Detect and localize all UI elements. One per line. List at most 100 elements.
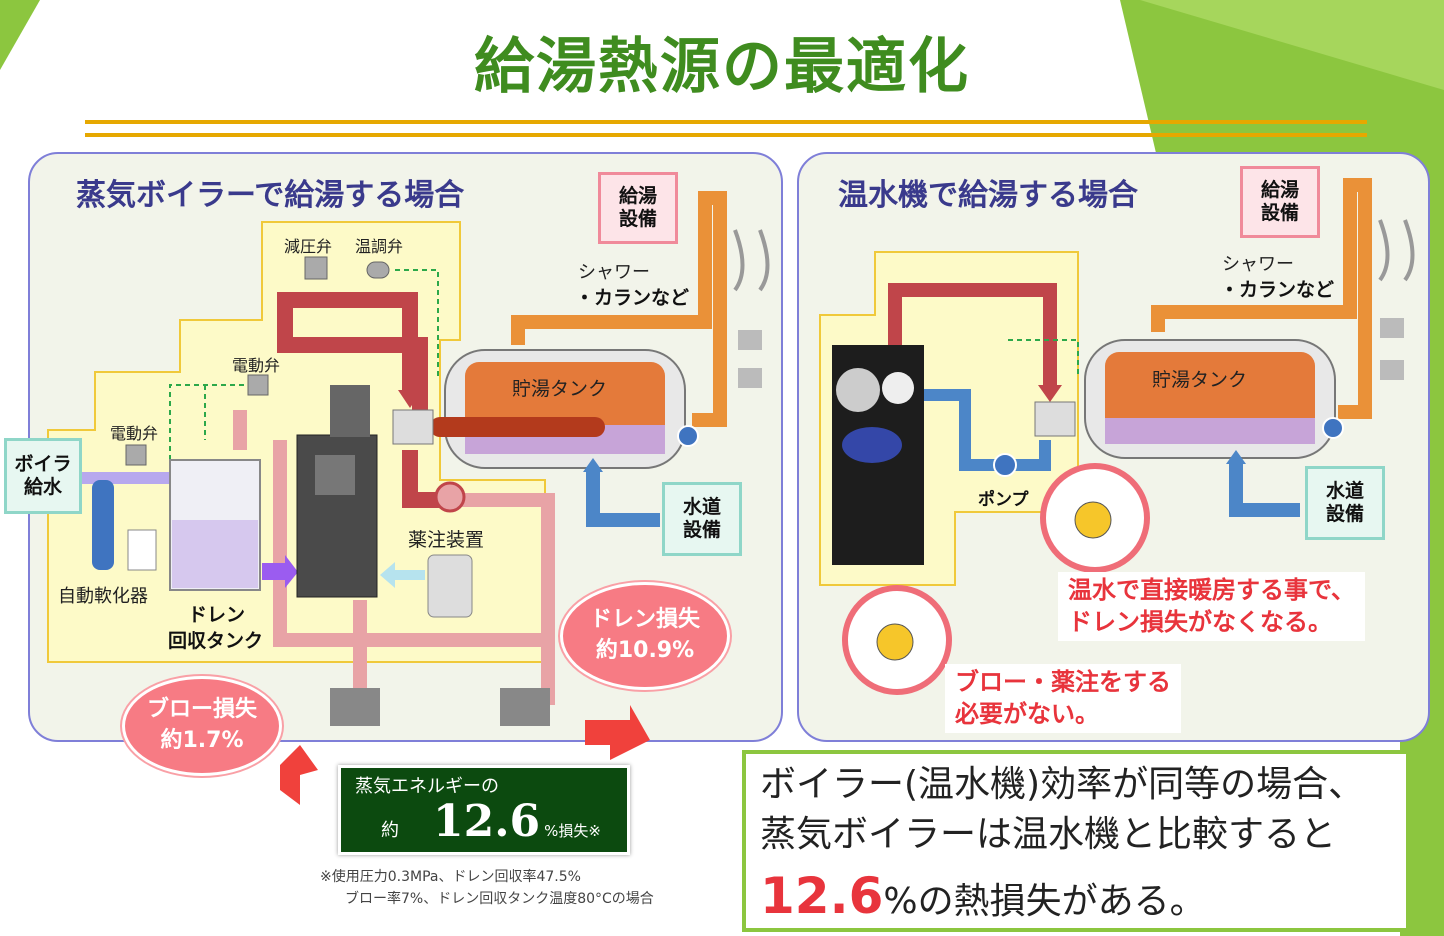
chemical-injector-label: 薬注装置 <box>408 529 485 551</box>
summary-line3: 12.6%の熱損失がある。 <box>760 861 1392 931</box>
note-line2: ドレン損失がなくなる。 <box>1068 608 1332 637</box>
green-corner-decoration <box>0 0 40 70</box>
water-heater-part <box>836 368 880 412</box>
hot-water-pipe <box>1151 178 1372 419</box>
summary-line2: 蒸気ボイラーは温水機と比較すると <box>760 814 1337 856</box>
hot-water-supply-pipe <box>888 283 1057 390</box>
heat-exchanger-head <box>392 409 434 445</box>
cold-water-fill <box>1105 418 1315 444</box>
shower-label: シャワー <box>578 262 650 283</box>
heat-exchanger-coil <box>430 417 605 437</box>
loss-arrow <box>585 705 650 760</box>
boiler-panel-icon <box>315 455 355 495</box>
faucet-icon <box>738 368 762 388</box>
city-water-box: 水道 設備 <box>1305 466 1385 540</box>
summary-box: ボイラー(温水機)効率が同等の場合、 蒸気ボイラーは温水機と比較すると 12.6… <box>742 750 1410 932</box>
temperature-valve-label: 温調弁 <box>355 237 404 256</box>
pump-icon <box>993 453 1017 477</box>
chemical-arrow <box>380 562 425 588</box>
city-water-box: 水道 設備 <box>662 482 742 556</box>
gold-line-bottom <box>85 133 1367 137</box>
motor-valve-label: 電動弁 <box>110 424 159 443</box>
no-blow-note: ブロー・薬注をする 必要がない。 <box>945 664 1181 733</box>
storage-tank-label: 貯湯タンク <box>512 378 608 400</box>
city-water-pipe <box>586 470 660 527</box>
faucet-icon <box>1380 318 1404 338</box>
footnote-line1: ※使用圧力0.3MPa、ドレン回収率47.5% <box>320 869 581 885</box>
summary-line3-text: %の熱損失がある。 <box>883 880 1206 922</box>
shower-icon <box>1378 219 1415 282</box>
water-heater-panel-title: 温水機で給湯する場合 <box>838 178 1138 213</box>
control-signal-line <box>1008 339 1079 375</box>
pump-icon <box>677 425 699 447</box>
total-loss-suffix: %損失※ <box>544 822 601 840</box>
water-heater-part <box>882 372 914 404</box>
lightbulb-icon <box>876 623 914 661</box>
city-water-pipe <box>1229 462 1300 517</box>
total-loss-box: 蒸気エネルギーの 約 12.6 %損失※ <box>338 765 630 855</box>
faucet-label: ・カランなど <box>575 287 690 309</box>
note-line1: ブロー・薬注をする <box>955 668 1171 696</box>
city-water-arrow <box>583 458 603 472</box>
motor-valve-icon <box>247 374 269 396</box>
trap-icon <box>434 481 466 513</box>
summary-line1: ボイラー(温水機)効率が同等の場合、 <box>760 764 1365 805</box>
drain-loss-bubble: ドレン損失 約10.9% <box>560 582 730 690</box>
heat-exchanger-head <box>1034 401 1076 437</box>
pressure-reducing-valve-icon <box>304 256 328 280</box>
drain-pit-icon <box>500 688 550 726</box>
blow-pit-icon <box>330 688 380 726</box>
drain-tank-label-2: 回収タンク <box>168 630 264 652</box>
drain-pipe <box>233 410 555 705</box>
note-line2: 必要がない。 <box>955 700 1099 729</box>
footnote-line2: ブロー率7%、ドレン回収タンク温度80°Cの場合 <box>345 891 654 907</box>
control-signal-line <box>169 269 439 460</box>
feed-arrow <box>262 555 298 588</box>
green-right-decoration-light <box>1140 0 1444 90</box>
gold-line-top <box>85 120 1367 124</box>
supply-arrow <box>1038 385 1062 402</box>
hot-water-equipment-box: 給湯 設備 <box>598 172 678 244</box>
drain-tank-water <box>172 520 258 588</box>
hot-water-equipment-box: 給湯 設備 <box>1240 166 1320 238</box>
salt-tank-icon <box>127 529 157 571</box>
pressure-valve-label: 減圧弁 <box>284 237 333 256</box>
page-title: 給湯熱源の最適化 <box>474 32 970 102</box>
no-drain-loss-note: 温水で直接暖房する事で、 ドレン損失がなくなる。 <box>1058 572 1366 641</box>
chemical-injector-icon <box>427 554 473 618</box>
drain-tank-label: ドレン <box>188 604 246 626</box>
blow-loss-bubble: ブロー損失 約1.7% <box>122 676 282 776</box>
drain-loss-label: ドレン損失 <box>589 607 700 633</box>
note-line1: 温水で直接暖房する事で、 <box>1068 576 1356 604</box>
steam-arrow <box>398 390 422 408</box>
water-softener-icon <box>92 480 114 570</box>
faucet-label: ・カランなど <box>1220 279 1335 301</box>
faucet-icon <box>738 330 762 350</box>
steam-panel-title: 蒸気ボイラーで給湯する場合 <box>76 178 465 213</box>
loss-arrow <box>280 745 318 805</box>
water-heater-part <box>842 427 902 463</box>
water-softener-label: 自動軟化器 <box>58 586 148 607</box>
faucet-icon <box>1380 360 1404 380</box>
total-loss-value: 12.6 <box>433 796 541 847</box>
blow-loss-value: 約1.7% <box>160 728 244 753</box>
pump-label: ポンプ <box>978 490 1029 510</box>
storage-tank-label: 貯湯タンク <box>1152 369 1248 391</box>
total-loss-line1: 蒸気エネルギーの <box>355 776 499 797</box>
shower-icon <box>733 229 770 292</box>
city-water-arrow <box>1226 450 1246 464</box>
hot-water-pipe <box>511 191 727 427</box>
motor-valve-icon <box>125 444 147 466</box>
motor-valve-label: 電動弁 <box>232 356 281 375</box>
total-loss-prefix: 約 <box>381 820 399 841</box>
summary-value: 12.6 <box>760 866 884 925</box>
drain-loss-value: 約10.9% <box>595 638 695 663</box>
lightbulb-icon <box>1074 501 1112 539</box>
shower-label: シャワー <box>1222 254 1294 275</box>
pump-icon <box>1322 417 1344 439</box>
boiler-top-icon <box>330 385 370 437</box>
steam-pipe <box>277 292 428 440</box>
temperature-valve-icon <box>366 261 390 279</box>
